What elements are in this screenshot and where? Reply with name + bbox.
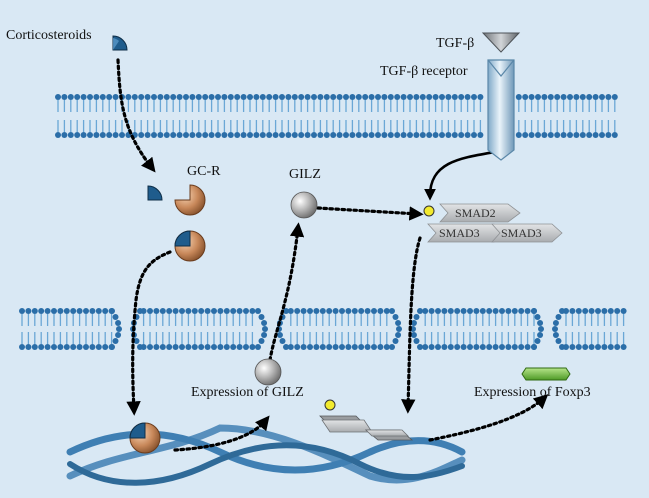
label-smad2: SMAD2 bbox=[455, 206, 496, 220]
smad3-right-shape bbox=[491, 223, 563, 243]
smad2-shape bbox=[439, 203, 521, 223]
arrow-dna-to-foxp3 bbox=[428, 394, 549, 442]
plasma-membrane bbox=[55, 94, 618, 138]
smad-complex-on-dna bbox=[319, 399, 414, 441]
arrow-receptor-to-smad bbox=[424, 150, 496, 201]
label-gilz: GILZ bbox=[289, 167, 321, 182]
nuclear-membrane bbox=[19, 308, 627, 350]
label-smad3-left: SMAD3 bbox=[439, 226, 480, 240]
phosphate-marker bbox=[423, 205, 435, 217]
arrow-expression-to-gilz bbox=[268, 222, 305, 362]
pathway-arrows bbox=[116, 58, 549, 452]
label-tgf-beta: TGF-β bbox=[436, 36, 475, 51]
gilz-protein bbox=[290, 191, 318, 219]
gilz-transcript-sphere bbox=[254, 358, 282, 386]
steroid-near-gcr bbox=[147, 185, 163, 201]
label-corticosteroids: Corticosteroids bbox=[6, 28, 92, 43]
gc-receptor bbox=[174, 184, 206, 216]
corticosteroid-molecule bbox=[112, 35, 128, 51]
arrow-smad-to-dna bbox=[401, 236, 422, 414]
steroid-gcr-complex bbox=[174, 230, 206, 262]
arrow-complex-to-nucleus bbox=[126, 250, 172, 416]
arrow-gilz-to-smad bbox=[316, 206, 424, 221]
tgf-beta-receptor bbox=[487, 59, 515, 161]
label-gc-r: GC-R bbox=[187, 164, 221, 179]
smad-complex bbox=[423, 203, 563, 243]
arrow-steroid-to-gcr bbox=[116, 58, 156, 173]
complex-on-dna bbox=[129, 422, 161, 454]
label-expression-gilz: Expression of GILZ bbox=[191, 385, 304, 400]
label-expression-foxp3: Expression of Foxp3 bbox=[474, 385, 591, 400]
label-tgf-beta-receptor: TGF-β receptor bbox=[380, 64, 468, 79]
label-smad3-right: SMAD3 bbox=[501, 226, 542, 240]
arrow-dna-to-gilz-expression bbox=[173, 415, 270, 452]
tgf-beta-ligand bbox=[481, 32, 521, 53]
foxp3-protein bbox=[521, 367, 571, 381]
